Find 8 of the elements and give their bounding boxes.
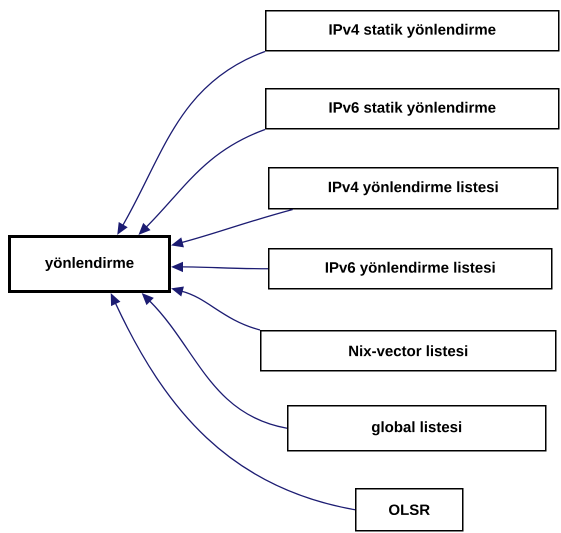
class-box: IPv6 statik yönlendirme (265, 88, 560, 130)
class-box: global listesi (287, 405, 546, 452)
class-box: IPv6 yönlendirme listesi (268, 248, 552, 290)
class-box: IPv4 statik yönlendirme (265, 10, 560, 52)
root-box: yönlendirme (8, 235, 171, 293)
class-box: IPv4 yönlendirme listesi (268, 167, 558, 210)
class-box: Nix-vector listesi (260, 330, 556, 372)
class-box: OLSR (355, 488, 464, 532)
